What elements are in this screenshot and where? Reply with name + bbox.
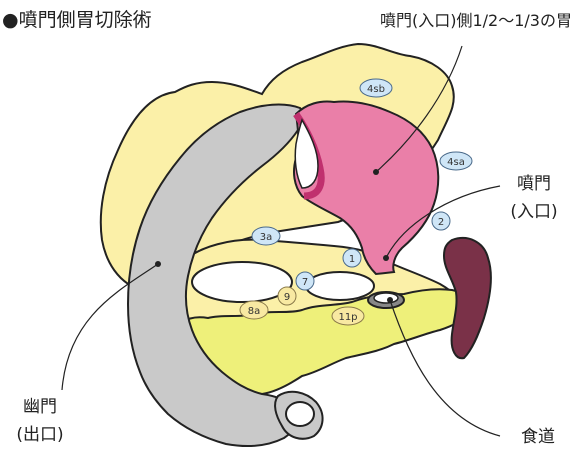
svg-text:1: 1 [349,254,355,265]
leader-pylorus [61,263,159,391]
node-2: 2 [431,211,451,231]
label-pylorus-line2: (出口) [16,425,63,445]
svg-text:11p: 11p [338,312,357,323]
label-cardia-side: 噴門(入口)側1/2〜1/3の胃 [380,11,572,30]
label-cardia-line1: 噴門 [517,174,551,194]
svg-text:9: 9 [284,292,290,303]
leader-esophagus [389,299,501,437]
spleen [442,237,492,360]
resection-stump-opening [294,118,319,189]
leader-cardia [385,185,501,259]
node-9: 9 [277,286,297,306]
svg-text:7: 7 [302,277,308,288]
svg-text:8a: 8a [248,306,261,317]
diagram-title: ●噴門側胃切除術 [2,9,152,31]
label-esophagus: 食道 [521,427,555,447]
node-4sa: 4sa [439,151,473,171]
vessel-opening-right [305,271,375,301]
resected-stomach [293,100,440,276]
node-11p: 11p [331,306,365,326]
node-1: 1 [342,248,362,268]
node-4sb: 4sb [359,78,393,98]
svg-text:3a: 3a [260,232,273,243]
label-pylorus-line1: 幽門 [23,397,57,417]
leader-cardia-side [375,45,463,173]
duodenum-opening [285,401,315,427]
svg-text:4sb: 4sb [367,84,385,95]
esophagus-opening [373,292,399,304]
svg-text:2: 2 [438,217,444,228]
vessel-opening-left [191,261,293,303]
label-cardia-line2: (入口) [510,202,557,222]
node-7: 7 [295,271,315,291]
svg-text:4sa: 4sa [447,157,465,168]
node-8a: 8a [239,300,269,320]
node-3a: 3a [251,226,281,246]
